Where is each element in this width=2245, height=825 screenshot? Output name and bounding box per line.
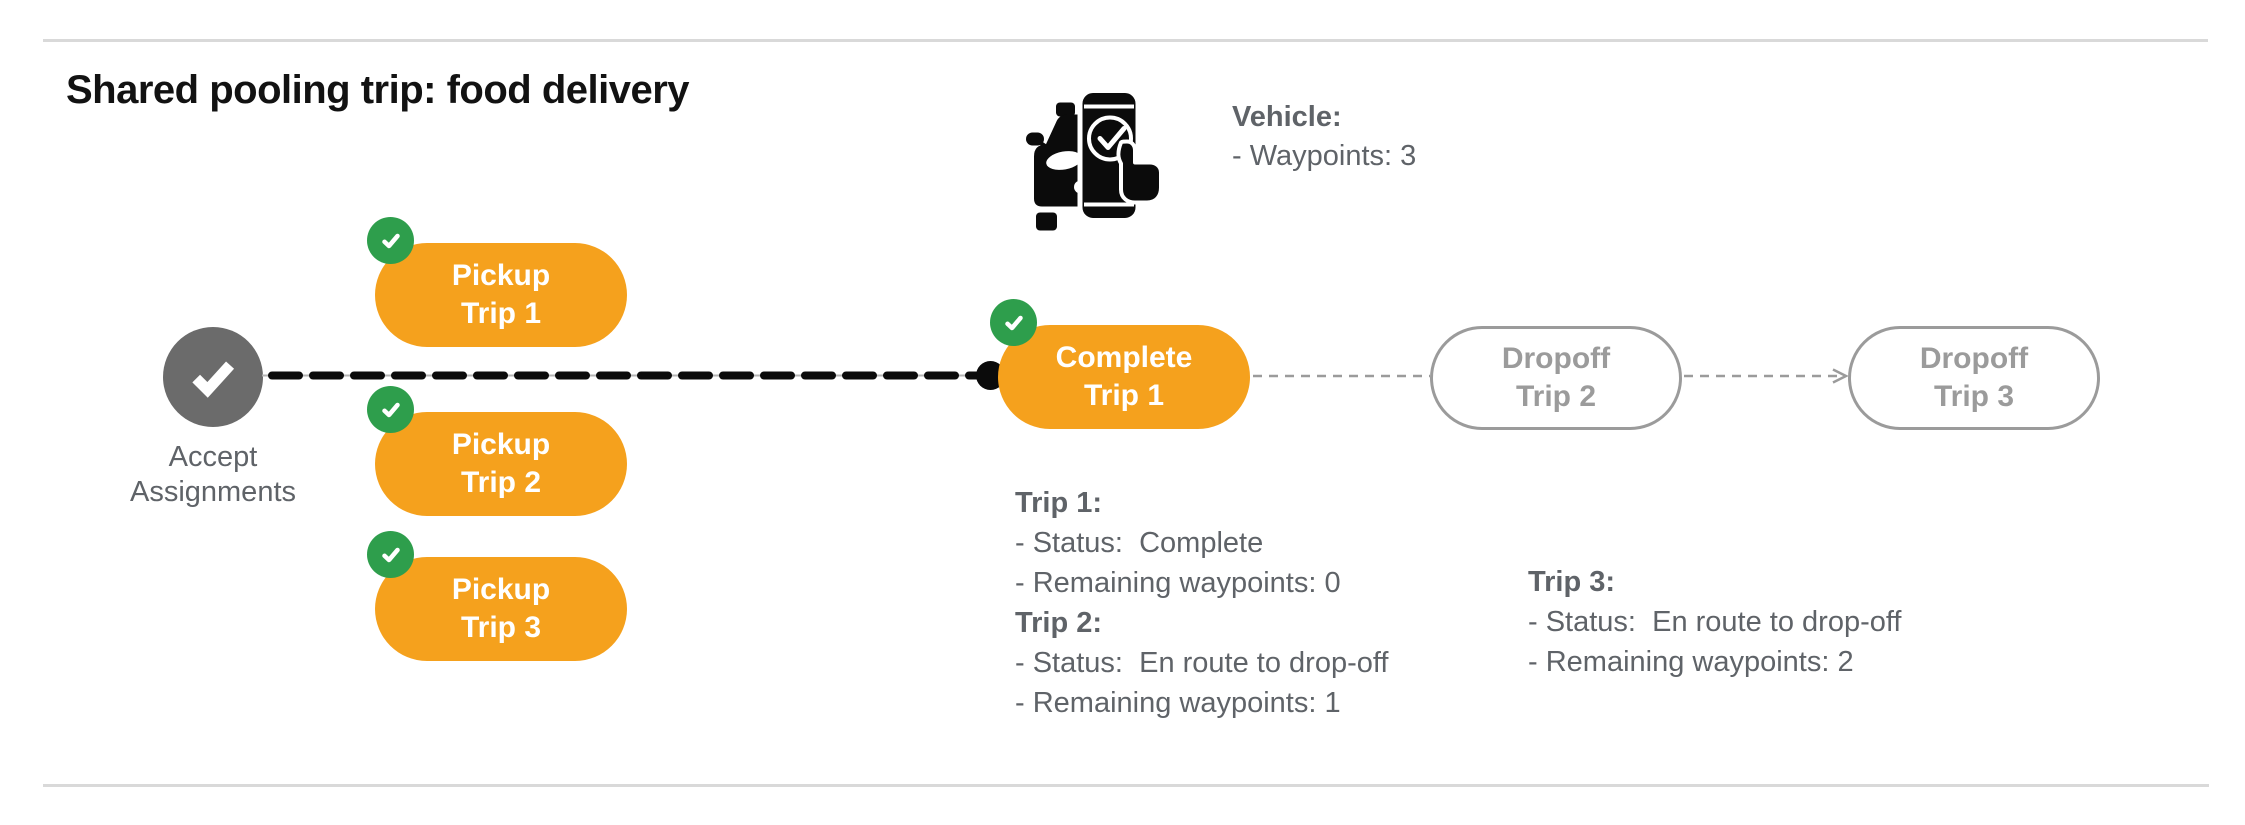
node-dropoff-trip-2: Dropoff Trip 2	[1430, 326, 1682, 430]
trip-1-heading: Trip 1:	[1015, 487, 1103, 519]
check-badge-icon	[367, 217, 414, 264]
node-complete-trip-1: Complete Trip 1	[990, 299, 1250, 429]
node-pickup-trip-3: Pickup Trip 3	[367, 531, 627, 661]
check-icon	[192, 361, 235, 398]
top-divider	[43, 39, 2208, 42]
status-block-trip-1-2: Trip 1: - Status: Complete - Remaining w…	[1015, 483, 1388, 723]
trip-3-status: - Status: En route to drop-off	[1528, 606, 1902, 638]
vehicle-info: Vehicle: - Waypoints: 3	[1232, 98, 1416, 176]
node-pickup-trip-1: Pickup Trip 1	[367, 217, 627, 347]
trip-2-status: - Status: En route to drop-off	[1015, 647, 1389, 679]
dashed-arrow-connector-dropoff2-dropoff3	[1684, 368, 1849, 384]
car-phone-check-icon	[1026, 88, 1163, 231]
check-badge-icon	[367, 531, 414, 578]
trip-2-waypoints: - Remaining waypoints: 1	[1015, 687, 1341, 719]
bottom-divider	[43, 784, 2209, 787]
check-badge-icon	[367, 386, 414, 433]
accept-assignments-node	[163, 327, 263, 427]
accept-assignments-label: Accept Assignments	[129, 441, 296, 508]
main-dashed-connector	[262, 371, 994, 380]
trip-1-status: - Status: Complete	[1015, 527, 1264, 559]
vehicle-waypoints: - Waypoints: 3	[1232, 140, 1417, 172]
node-pickup-trip-2: Pickup Trip 2	[367, 386, 627, 516]
trip-3-waypoints: - Remaining waypoints: 2	[1528, 646, 1854, 678]
dashed-connector-complete-dropoff2	[1253, 374, 1430, 378]
node-dropoff-trip-3: Dropoff Trip 3	[1848, 326, 2100, 430]
trip-1-waypoints: - Remaining waypoints: 0	[1015, 567, 1341, 599]
vehicle-label: Vehicle:	[1232, 101, 1342, 133]
trip-2-heading: Trip 2:	[1015, 607, 1103, 639]
page-title: Shared pooling trip: food delivery	[66, 68, 690, 112]
check-badge-icon	[990, 299, 1037, 346]
trip-3-heading: Trip 3:	[1528, 566, 1616, 598]
status-block-trip-3: Trip 3: - Status: En route to drop-off -…	[1528, 562, 1901, 682]
